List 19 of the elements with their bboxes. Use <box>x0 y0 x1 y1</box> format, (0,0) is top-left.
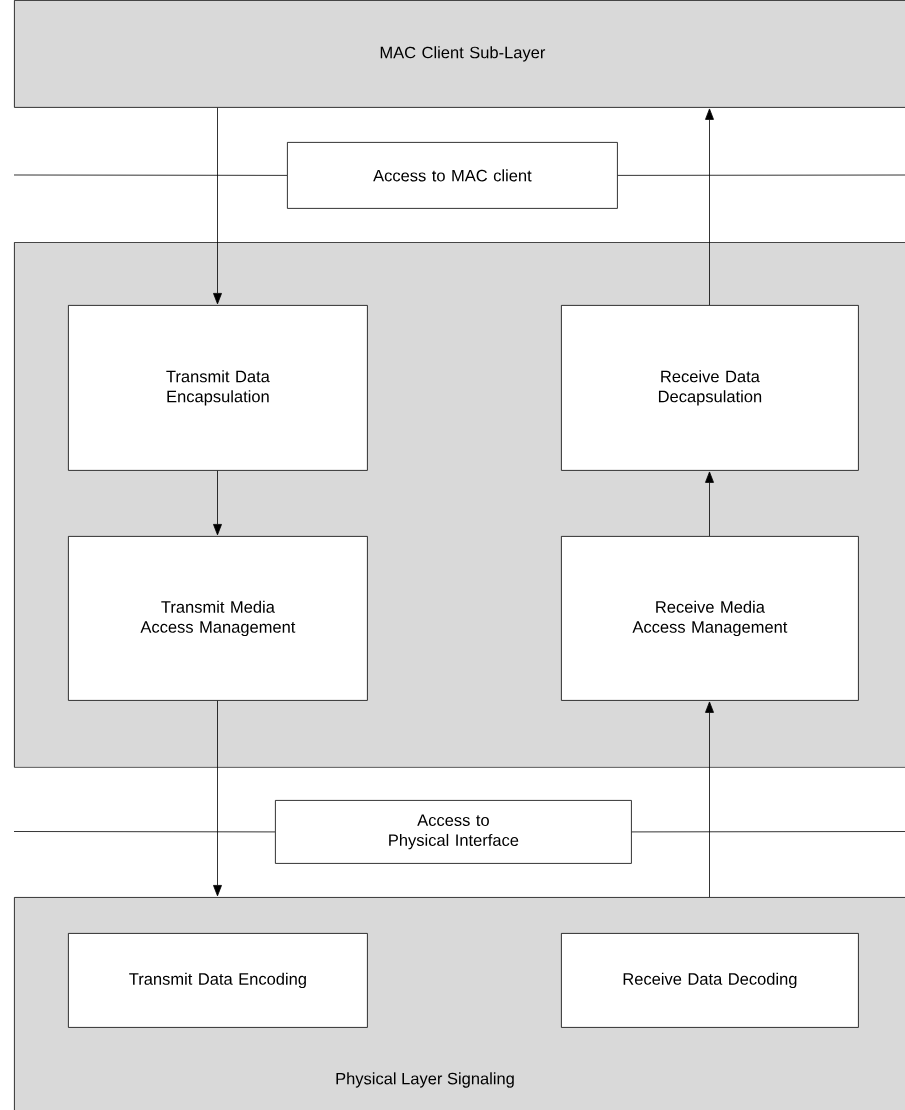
function-box: Transmit Data Encapsulation <box>68 305 368 471</box>
function-box: Receive Media Access Management <box>561 536 859 701</box>
arrow <box>705 471 714 537</box>
arrow <box>213 470 222 536</box>
arrow <box>705 701 714 898</box>
boundary-line <box>13 831 276 833</box>
boundary-line <box>631 831 905 833</box>
boundary-line <box>13 174 288 176</box>
interface-box: Access to Physical Interface <box>275 800 632 864</box>
arrow <box>213 700 222 897</box>
function-box: Transmit Media Access Management <box>68 536 368 701</box>
boundary-line <box>617 174 905 176</box>
function-box: Receive Data Decapsulation <box>561 305 859 471</box>
interface-box: Access to MAC client <box>287 142 618 209</box>
function-box: Transmit Data Encoding <box>68 933 368 1028</box>
arrow <box>213 107 222 305</box>
layer-band: MAC Client Sub-Layer <box>14 0 905 108</box>
arrow <box>705 108 714 306</box>
function-box: Receive Data Decoding <box>561 933 859 1028</box>
